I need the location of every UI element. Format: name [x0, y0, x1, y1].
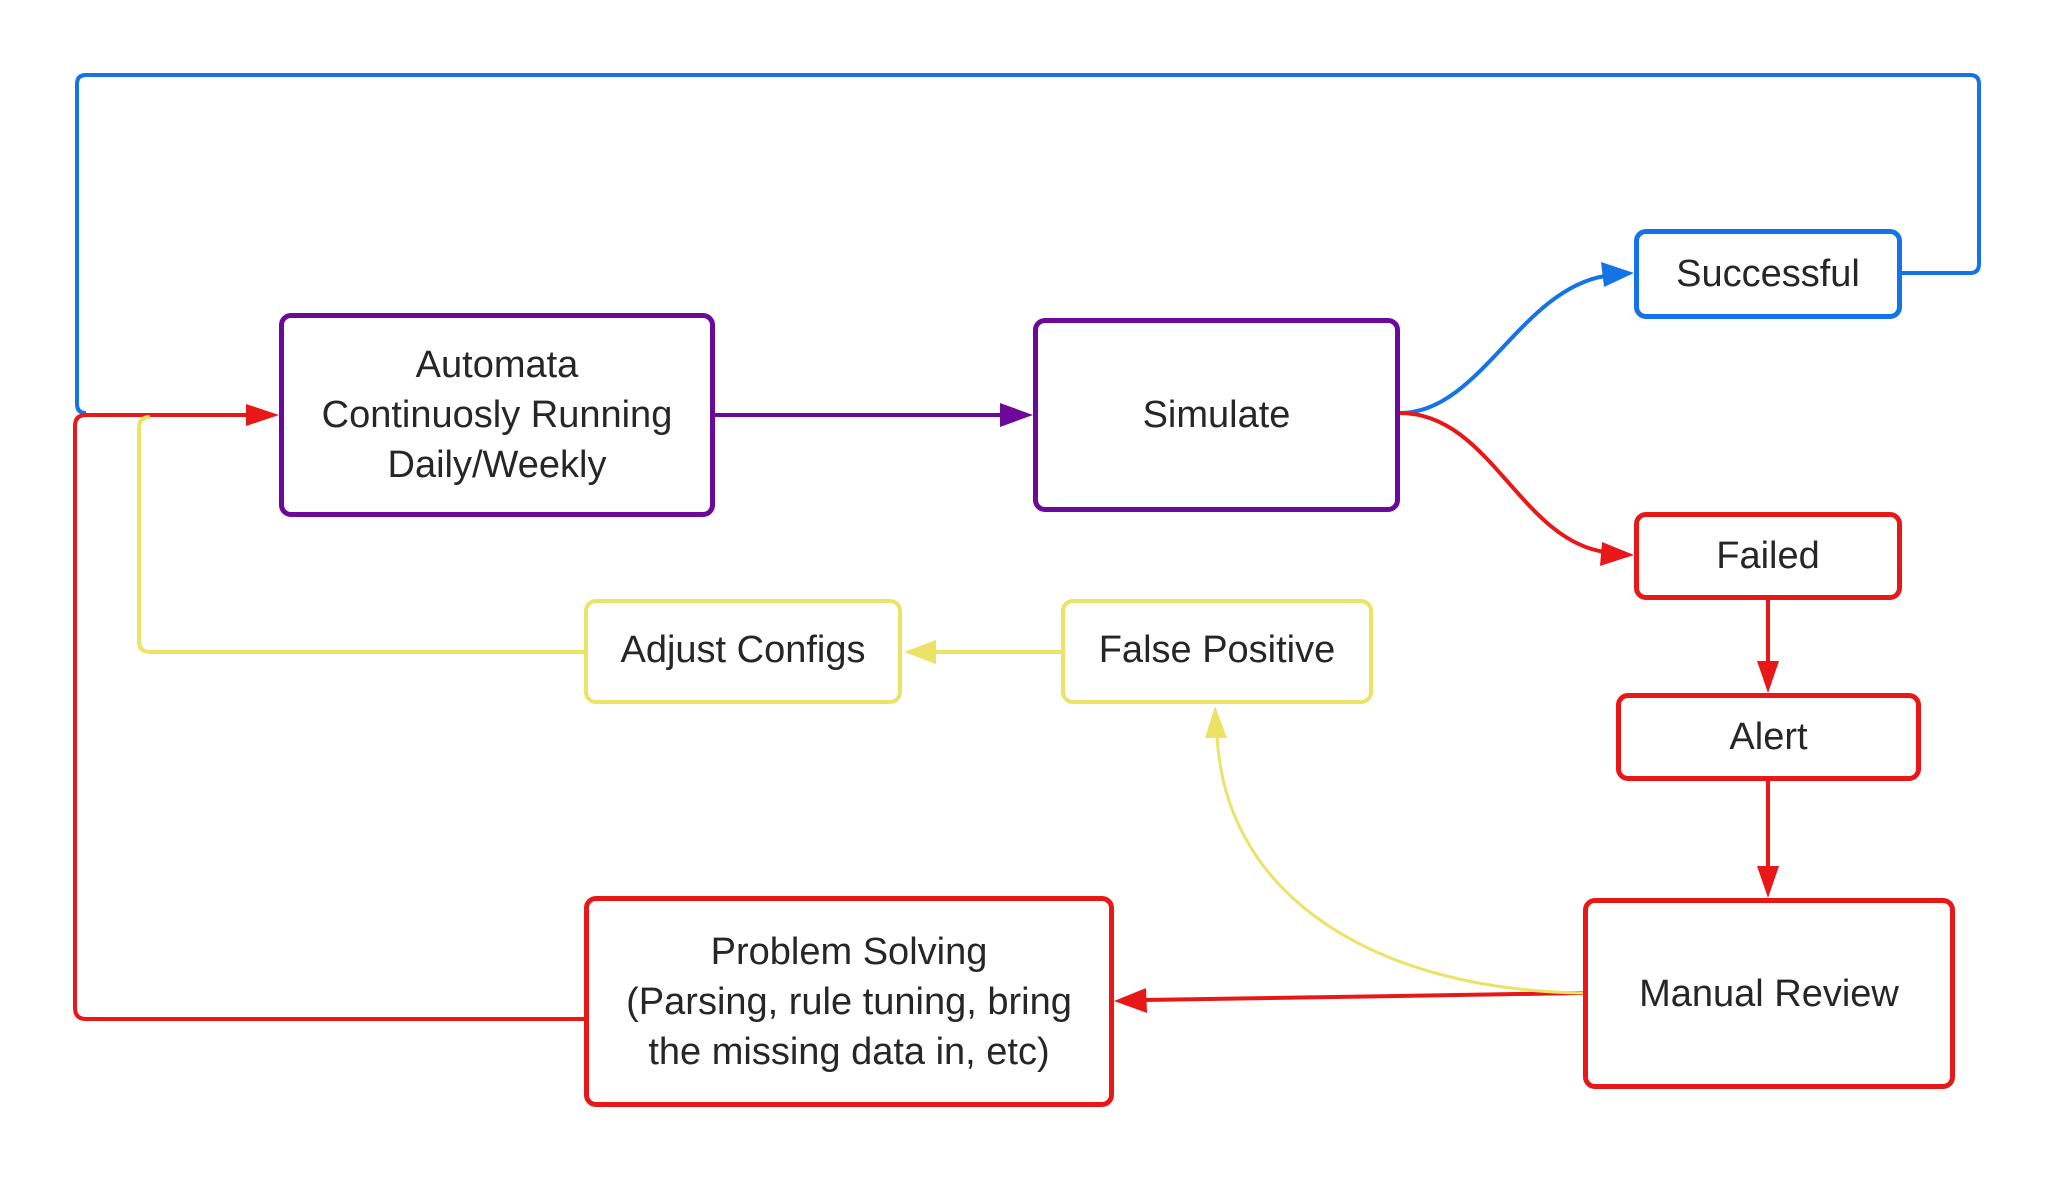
arrowhead-problem-solving [1114, 988, 1147, 1013]
arrowhead-alert [1757, 661, 1779, 693]
arrowhead-false-positive [1205, 706, 1227, 738]
node-alert-label: Alert [1729, 716, 1808, 758]
node-simulate[interactable]: Simulate [1033, 318, 1400, 512]
node-false-positive-label: False Positive [1098, 629, 1336, 671]
node-failed-label: Failed [1716, 535, 1820, 577]
arrowhead-automata [246, 404, 279, 426]
arrowhead-successful [1601, 262, 1634, 287]
edge-manual-review-to-false-positive [1215, 734, 1584, 995]
arrowhead-failed [1600, 542, 1634, 566]
node-simulate-label: Simulate [1142, 394, 1291, 436]
edge-simulate-to-successful [1399, 274, 1606, 415]
node-manual-review-label: Manual Review [1639, 972, 1899, 1015]
arrowhead-adjust-configs [904, 640, 936, 664]
node-adjust-configs-label: Adjust Configs [620, 629, 866, 671]
node-adjust-configs[interactable]: Adjust Configs [584, 599, 902, 704]
node-successful-label: Successful [1676, 253, 1860, 295]
node-problem-solving[interactable]: Problem Solving (Parsing, rule tuning, b… [584, 896, 1114, 1107]
arrowhead-manual-review [1757, 866, 1779, 898]
node-manual-review[interactable]: Manual Review [1583, 898, 1955, 1089]
edge-problem-solving-to-automata [73, 413, 584, 1021]
edge-manual-review-to-problem-solving [1143, 991, 1584, 1002]
node-automata[interactable]: Automata Continuosly Running Daily/Weekl… [279, 313, 715, 517]
node-successful[interactable]: Successful [1634, 229, 1902, 319]
node-failed[interactable]: Failed [1634, 512, 1902, 600]
node-alert[interactable]: Alert [1616, 693, 1921, 781]
node-problem-solving-label: Problem Solving (Parsing, rule tuning, b… [626, 930, 1072, 1073]
edge-adjust-configs-to-automata [137, 415, 584, 654]
arrowhead-simulate [1000, 403, 1033, 427]
edge-simulate-to-failed [1399, 411, 1606, 554]
node-false-positive[interactable]: False Positive [1061, 599, 1373, 704]
node-automata-label: Automata Continuosly Running Daily/Weekl… [321, 344, 673, 486]
edge-successful-to-automata [75, 73, 1981, 415]
